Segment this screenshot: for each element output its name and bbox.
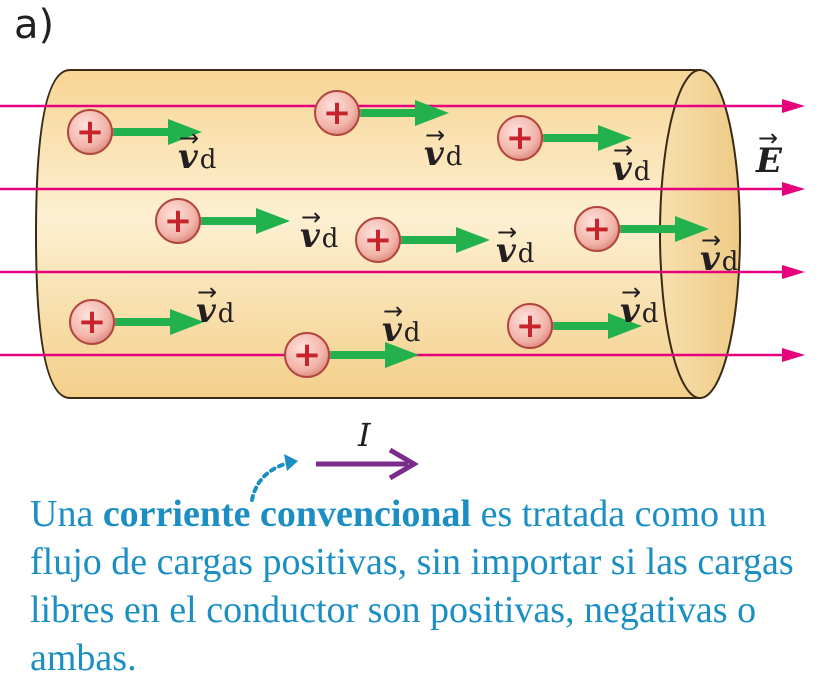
vector-arrow-mark: → (497, 218, 517, 246)
plus-sign: + (506, 118, 535, 158)
drift-velocity-label-5: vd (496, 231, 534, 271)
plus-sign: + (323, 93, 352, 133)
caption-text: Una corriente convencional es tratada co… (30, 490, 810, 682)
vector-arrow-mark: → (621, 278, 641, 306)
drift-velocity-label-9: vd (620, 291, 658, 331)
positive-charge-1: + (67, 109, 202, 155)
electric-field-lines (0, 99, 805, 362)
drift-velocity-label-4: vd (300, 216, 338, 256)
positive-charge-icon (155, 198, 201, 244)
vector-arrow-mark: → (383, 297, 403, 325)
positive-charge-icon (355, 217, 401, 263)
drift-velocity-label-8: vd (382, 310, 420, 350)
caption-part1: Una (30, 493, 103, 535)
positive-charge-2: + (314, 90, 449, 136)
positive-charge-3: + (497, 115, 632, 161)
panel-label: a) (14, 2, 54, 48)
drift-velocity-label-7: vd (196, 291, 234, 331)
field-line-1 (0, 99, 805, 113)
current-label: I (357, 416, 372, 454)
plus-sign: + (164, 201, 193, 241)
vector-arrow-mark: → (179, 124, 199, 152)
positive-charge-4: + (155, 198, 290, 244)
caption-bold-term: corriente convencional (102, 493, 472, 535)
plus-sign: + (76, 112, 105, 152)
plus-sign: + (583, 209, 612, 249)
field-line-3 (0, 265, 805, 279)
drift-velocity-label-3: vd (612, 149, 650, 189)
caption-part2: es tratada como un flujo de cargas posit… (30, 493, 794, 679)
drift-velocity-label-6: vd (700, 239, 738, 279)
plus-sign: + (78, 302, 107, 342)
positive-charge-icon (314, 90, 360, 136)
plus-sign: + (364, 220, 393, 260)
positive-charge-icon (507, 303, 553, 349)
vector-arrow-mark: → (301, 203, 321, 231)
vector-arrow-mark: → (425, 121, 445, 149)
field-line-2 (0, 182, 805, 196)
field-label: → E (755, 124, 783, 181)
positive-charge-icon (69, 299, 115, 345)
field-label-symbol: E (755, 141, 783, 181)
drift-velocity-label-1: vd (178, 137, 216, 177)
positive-charge-9: + (507, 303, 642, 349)
positive-charge-icon (497, 115, 543, 161)
vector-arrow-mark: → (701, 226, 721, 254)
plus-sign: + (516, 306, 545, 346)
callout-dotted-line (250, 454, 298, 502)
vector-arrow-mark: → (613, 136, 633, 164)
vector-arrow-mark: → (197, 278, 217, 306)
field-label-arrow: → (758, 124, 778, 152)
positive-charge-5: + (355, 217, 490, 263)
plus-sign: + (293, 335, 322, 375)
cylinder-end-face (659, 69, 741, 399)
positive-charge-8: + (284, 332, 419, 378)
charges-group: + + + + + + + + + (67, 90, 709, 378)
positive-charge-icon (284, 332, 330, 378)
drift-velocity-label-2: vd (424, 134, 462, 174)
current-arrow (316, 447, 419, 481)
drift-velocity-labels: vd→vd→vd→vd→vd→vd→vd→vd→vd→ (178, 121, 738, 350)
positive-charge-7: + (69, 299, 204, 345)
positive-charge-icon (67, 109, 113, 155)
positive-charge-icon (574, 206, 620, 252)
positive-charge-6: + (574, 206, 709, 252)
